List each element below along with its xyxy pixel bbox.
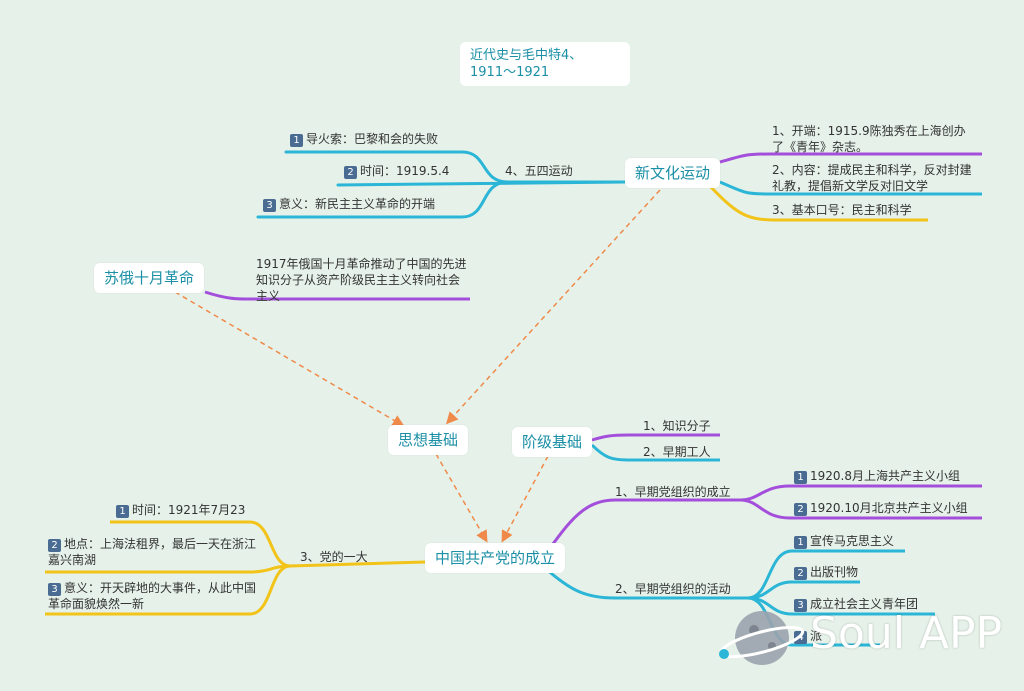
map-title-line1: 近代史与毛中特4、	[470, 48, 583, 63]
yida-branch-label: 3、党的一大	[300, 550, 368, 564]
watermark-text: Soul APP	[810, 608, 1003, 659]
zuzhi-item-2-text: 1920.10月北京共产主义小组	[810, 501, 968, 515]
xinwenhua-item-1: 1、开端：1915.9陈独秀在上海创办了《青年》杂志。	[772, 124, 966, 154]
wusi-branch-label: 4、五四运动	[505, 164, 573, 178]
wusi-item-1-text: 导火索：巴黎和会的失败	[306, 132, 439, 146]
wusi-item-2-text: 时间：1919.5.4	[360, 164, 450, 178]
jieji-item-1: 1、知识分子	[643, 419, 711, 433]
suee-note: 1917年俄国十月革命推动了中国的先进知识分子从资产阶级民主主义转向社会主义	[256, 257, 467, 303]
number-badge-icon: 2	[344, 166, 357, 179]
huodong-item-4-text: 派	[810, 629, 823, 643]
xinwenhua-item-2: 2、内容：提成民主和科学，反对封建礼教，提倡新文学反对旧文学	[772, 163, 972, 193]
number-badge-icon: 3	[263, 199, 276, 212]
map-title: 近代史与毛中特4、 1911～1921	[460, 42, 630, 86]
yida-item-3-text: 意义：开天辟地的大事件，从此中国革命面貌焕然一新	[48, 581, 257, 611]
soul-planet-logo-icon	[719, 611, 805, 665]
number-badge-icon: 3	[794, 599, 807, 612]
map-title-line2: 1911～1921	[470, 65, 550, 80]
number-badge-icon: 2	[794, 503, 807, 516]
huodong-item-1-text: 宣传马克思主义	[810, 534, 895, 548]
huodong-item-2-text: 出版刊物	[810, 565, 859, 579]
zuzhi-item-1-text: 1920.8月上海共产主义小组	[810, 469, 960, 483]
xinwenhua-item-3: 3、基本口号：民主和科学	[772, 203, 912, 217]
wusi-item-3-text: 意义：新民主主义革命的开端	[279, 197, 436, 211]
sixiang-node[interactable]: 思想基础	[388, 425, 469, 455]
huodong-branch-label: 2、早期党组织的活动	[615, 582, 731, 596]
number-badge-icon: 1	[794, 536, 807, 549]
jieji-item-2: 2、早期工人	[643, 445, 711, 459]
huodong-item-3-text: 成立社会主义青年团	[810, 597, 919, 611]
jieji-node[interactable]: 阶级基础	[512, 427, 593, 457]
central-node[interactable]: 中国共产党的成立	[425, 543, 566, 573]
xinwenhua-node[interactable]: 新文化运动	[625, 158, 721, 188]
number-badge-icon: 2	[794, 567, 807, 580]
number-badge-icon: 2	[48, 539, 61, 552]
zuzhi-branch-label: 1、早期党组织的成立	[615, 485, 731, 499]
yida-item-2-text: 地点：上海法租界，最后一天在浙江嘉兴南湖	[48, 537, 257, 567]
number-badge-icon: 3	[48, 583, 61, 596]
yida-item-1-text: 时间：1921年7月23	[132, 503, 246, 517]
number-badge-icon: 1	[116, 505, 129, 518]
suee-node[interactable]: 苏俄十月革命	[94, 263, 205, 293]
number-badge-icon: 1	[794, 471, 807, 484]
number-badge-icon: 1	[290, 134, 303, 147]
